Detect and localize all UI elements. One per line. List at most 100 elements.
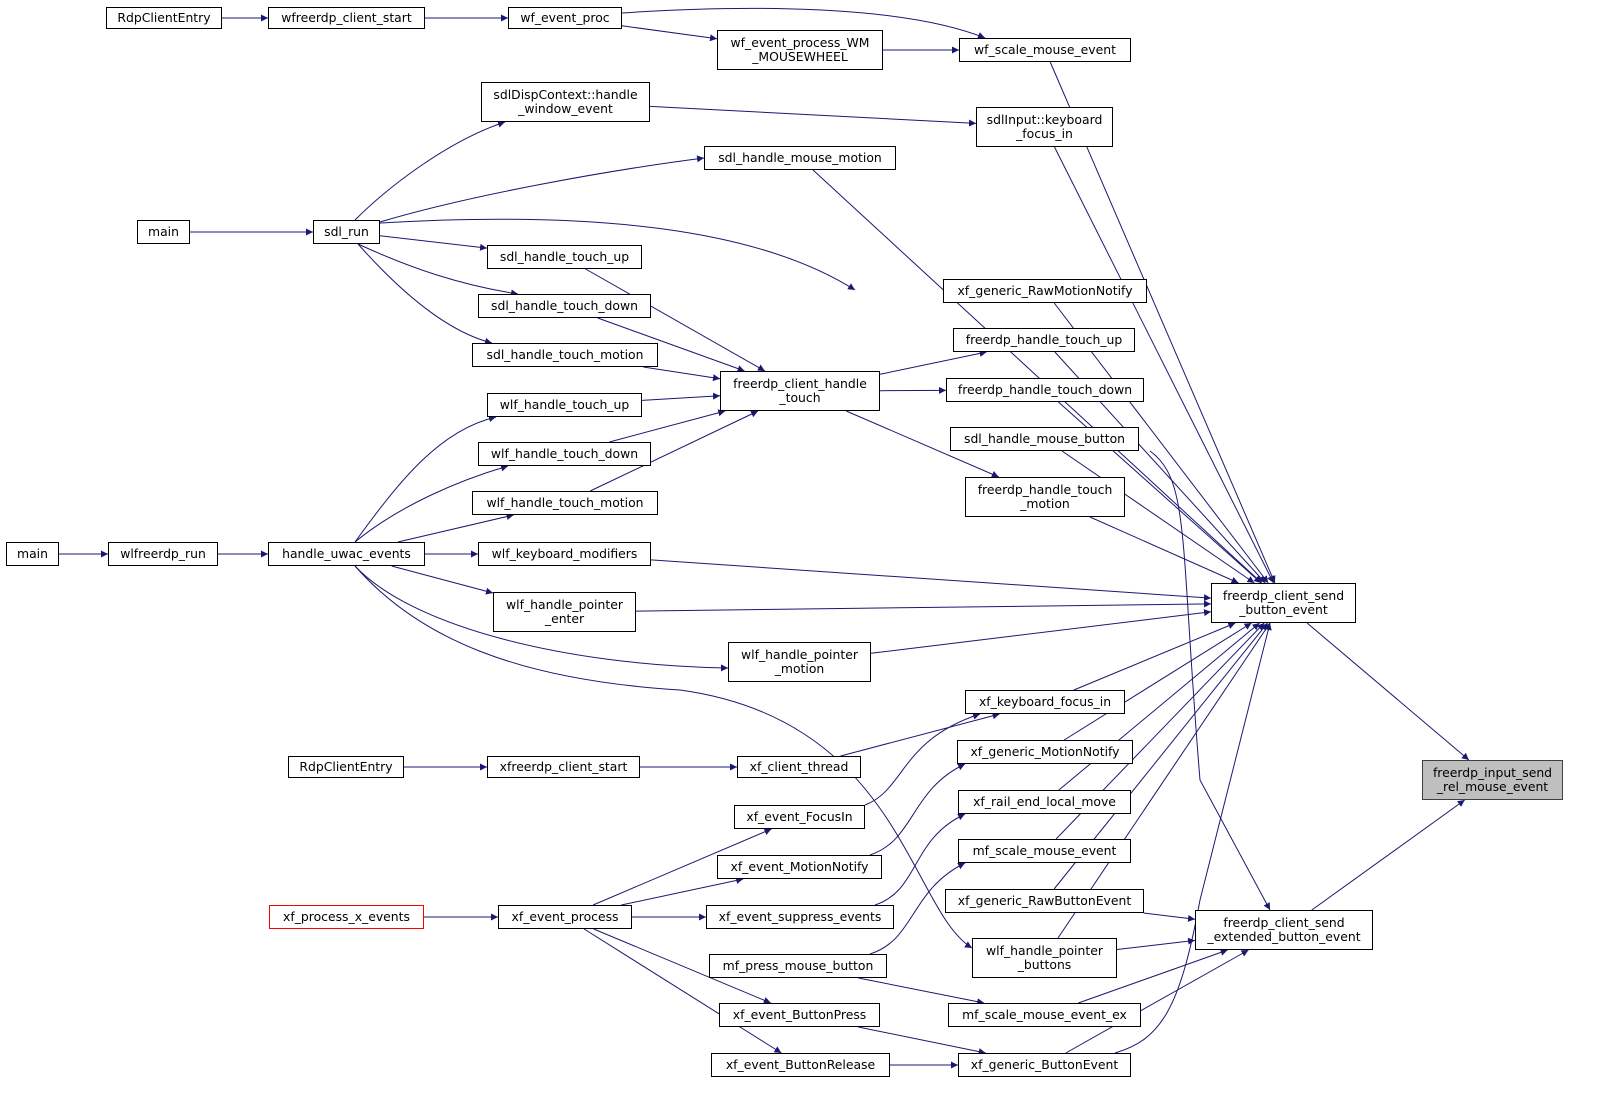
node-mf-scale[interactable]: mf_scale_mouse_event — [958, 839, 1131, 863]
node-label: wlf_handle_touch_up — [499, 397, 630, 412]
edge-sdl-mouse-button-to-send-button — [1061, 450, 1255, 584]
edge-sdl-run-to-sdl-mouse-button — [379, 218, 856, 291]
node-xf-kbd-focus[interactable]: xf_keyboard_focus_in — [965, 690, 1125, 714]
node-sdl-mouse-button[interactable]: sdl_handle_mouse_button — [950, 427, 1139, 451]
node-rdp-entry1[interactable]: RdpClientEntry — [106, 7, 222, 29]
node-xf-gen-button[interactable]: xf_generic_ButtonEvent — [958, 1053, 1131, 1077]
edge-sdl-touch-up-to-fc-handle-touch — [585, 268, 766, 372]
node-sdl-disp[interactable]: sdlDispContext::handle_window_event — [481, 82, 650, 122]
node-sdl-touch-down[interactable]: sdl_handle_touch_down — [478, 294, 651, 318]
node-xf-process-x[interactable]: xf_process_x_events — [269, 905, 424, 929]
node-label: xf_event_MotionNotify — [730, 859, 869, 874]
node-label: freerdp_client_handle — [733, 376, 867, 391]
node-wlf-touch-motion[interactable]: wlf_handle_touch_motion — [472, 491, 658, 515]
edge-wlf-kbd-mod-to-send-button — [650, 559, 1212, 602]
node-mf-press[interactable]: mf_press_mouse_button — [709, 954, 887, 978]
node-main2[interactable]: main — [6, 542, 59, 566]
edge-send-button-to-target — [1306, 622, 1470, 761]
node-label: main — [17, 546, 48, 561]
node-xf-focusin[interactable]: xf_event_FocusIn — [734, 805, 865, 829]
node-label: sdl_handle_touch_up — [499, 249, 630, 264]
edge-xf-event-process-to-xf-focusin — [592, 828, 772, 906]
node-wlf-ptr-enter[interactable]: wlf_handle_pointer_enter — [493, 592, 636, 632]
node-xfreerdp-start[interactable]: xfreerdp_client_start — [487, 756, 640, 778]
node-xf-motion-notify[interactable]: xf_event_MotionNotify — [717, 855, 882, 879]
node-label: mf_press_mouse_button — [722, 958, 874, 973]
node-wlf-touch-down[interactable]: wlf_handle_touch_down — [478, 442, 651, 466]
edge-handle-uwac-to-wlf-ptr-enter — [391, 565, 494, 595]
edge-sdl-run-to-sdl-touch-motion — [357, 243, 493, 345]
node-label: wlf_handle_touch_down — [490, 446, 639, 461]
node-xf-suppress[interactable]: xf_event_suppress_events — [706, 905, 894, 929]
node-fh-touch-down[interactable]: freerdp_handle_touch_down — [946, 378, 1144, 402]
node-sdl-touch-up[interactable]: sdl_handle_touch_up — [487, 245, 642, 269]
node-label: wlf_handle_pointer — [986, 943, 1103, 958]
edge-xf-gen-button-to-send-button — [1114, 622, 1272, 1054]
edge-handle-uwac-to-wlf-touch-up — [354, 415, 497, 543]
node-sdl-run[interactable]: sdl_run — [313, 220, 380, 244]
node-label: mf_scale_mouse_event — [972, 843, 1117, 858]
node-label: xf_event_ButtonPress — [732, 1007, 867, 1022]
edge-sdl-touch-motion-to-fc-handle-touch — [643, 366, 721, 382]
node-target: freerdp_input_send_rel_mouse_event — [1422, 760, 1563, 800]
node-xf-client-thread[interactable]: xf_client_thread — [737, 756, 861, 778]
node-label: wlf_handle_pointer — [741, 647, 858, 662]
edge-xf-client-thread-to-xf-kbd-focus — [840, 712, 1000, 757]
node-fh-touch-up[interactable]: freerdp_handle_touch_up — [953, 328, 1135, 352]
node-wfreerdp-start[interactable]: wfreerdp_client_start — [268, 7, 425, 29]
node-label: xf_process_x_events — [283, 909, 410, 924]
node-label: wlf_handle_pointer — [506, 597, 623, 612]
node-label: sdl_handle_touch_down — [491, 298, 638, 313]
node-wlf-ptr-buttons[interactable]: wlf_handle_pointer_buttons — [972, 938, 1117, 978]
node-label: xf_generic_MotionNotify — [970, 744, 1120, 759]
node-handle-uwac[interactable]: handle_uwac_events — [268, 542, 425, 566]
edge-wf-scale-to-send-button — [1049, 61, 1276, 584]
node-rdp-entry2[interactable]: RdpClientEntry — [288, 756, 404, 778]
edge-mf-press-to-mf-scale — [869, 862, 966, 955]
node-xf-raw-button[interactable]: xf_generic_RawButtonEvent — [945, 889, 1144, 913]
node-xf-btn-release[interactable]: xf_event_ButtonRelease — [711, 1053, 890, 1077]
node-main1[interactable]: main — [137, 220, 190, 244]
node-wlfreerdp-run[interactable]: wlfreerdp_run — [108, 542, 218, 566]
node-fh-touch-motion[interactable]: freerdp_handle_touch_motion — [965, 477, 1125, 517]
edge-xf-focusin-to-xf-kbd-focus — [864, 712, 981, 806]
node-wf-event-proc[interactable]: wf_event_proc — [508, 7, 622, 29]
node-label: freerdp_handle_touch_down — [957, 382, 1133, 397]
node-send-button[interactable]: freerdp_client_send_button_event — [1211, 583, 1356, 623]
node-send-ext[interactable]: freerdp_client_send_extended_button_even… — [1195, 910, 1373, 950]
node-label: freerdp_input_send — [1432, 765, 1553, 780]
edge-sdl-run-to-sdl-touch-up — [379, 235, 488, 251]
node-wlf-ptr-motion[interactable]: wlf_handle_pointer_motion — [728, 642, 871, 682]
node-label: RdpClientEntry — [299, 759, 393, 774]
node-label: _window_event — [518, 101, 613, 116]
node-wf-scale[interactable]: wf_scale_mouse_event — [959, 38, 1131, 62]
node-label: freerdp_handle_touch — [977, 482, 1113, 497]
node-xf-rail-move[interactable]: xf_rail_end_local_move — [958, 790, 1131, 814]
edge-fc-handle-touch-to-fh-touch-up — [879, 350, 987, 375]
node-xf-event-process[interactable]: xf_event_process — [498, 905, 632, 929]
node-label: _buttons — [1017, 957, 1072, 972]
node-wlf-touch-up[interactable]: wlf_handle_touch_up — [487, 393, 642, 417]
node-label: xf_generic_ButtonEvent — [970, 1057, 1119, 1072]
node-label: xf_rail_end_local_move — [973, 794, 1116, 809]
node-xf-gen-motion[interactable]: xf_generic_MotionNotify — [957, 740, 1133, 764]
edge-handle-uwac-to-wlf-touch-down — [354, 464, 509, 543]
node-xf-raw-motion[interactable]: xf_generic_RawMotionNotify — [943, 279, 1147, 303]
node-sdl-motion[interactable]: sdl_handle_mouse_motion — [704, 146, 896, 170]
edge-wlf-touch-motion-to-fc-handle-touch — [589, 410, 759, 492]
node-wlf-kbd-mod[interactable]: wlf_keyboard_modifiers — [478, 542, 651, 566]
edge-sdl-run-to-sdl-touch-down — [357, 243, 519, 297]
node-label: xfreerdp_client_start — [499, 759, 628, 774]
node-mf-scale-ex[interactable]: mf_scale_mouse_event_ex — [948, 1003, 1141, 1027]
node-sdl-kbd[interactable]: sdlInput::keyboard_focus_in — [976, 107, 1113, 147]
edge-wlf-ptr-enter-to-send-button — [635, 600, 1212, 612]
node-sdl-touch-motion[interactable]: sdl_handle_touch_motion — [472, 343, 658, 367]
node-label: handle_uwac_events — [282, 546, 411, 561]
node-xf-btn-press[interactable]: xf_event_ButtonPress — [719, 1003, 880, 1027]
edge-handle-uwac-to-wlf-ptr-buttons — [354, 565, 973, 949]
node-wf-wheel[interactable]: wf_event_process_WM_MOUSEWHEEL — [717, 30, 883, 70]
node-fc-handle-touch[interactable]: freerdp_client_handle_touch — [720, 371, 880, 411]
node-label: RdpClientEntry — [117, 10, 211, 25]
